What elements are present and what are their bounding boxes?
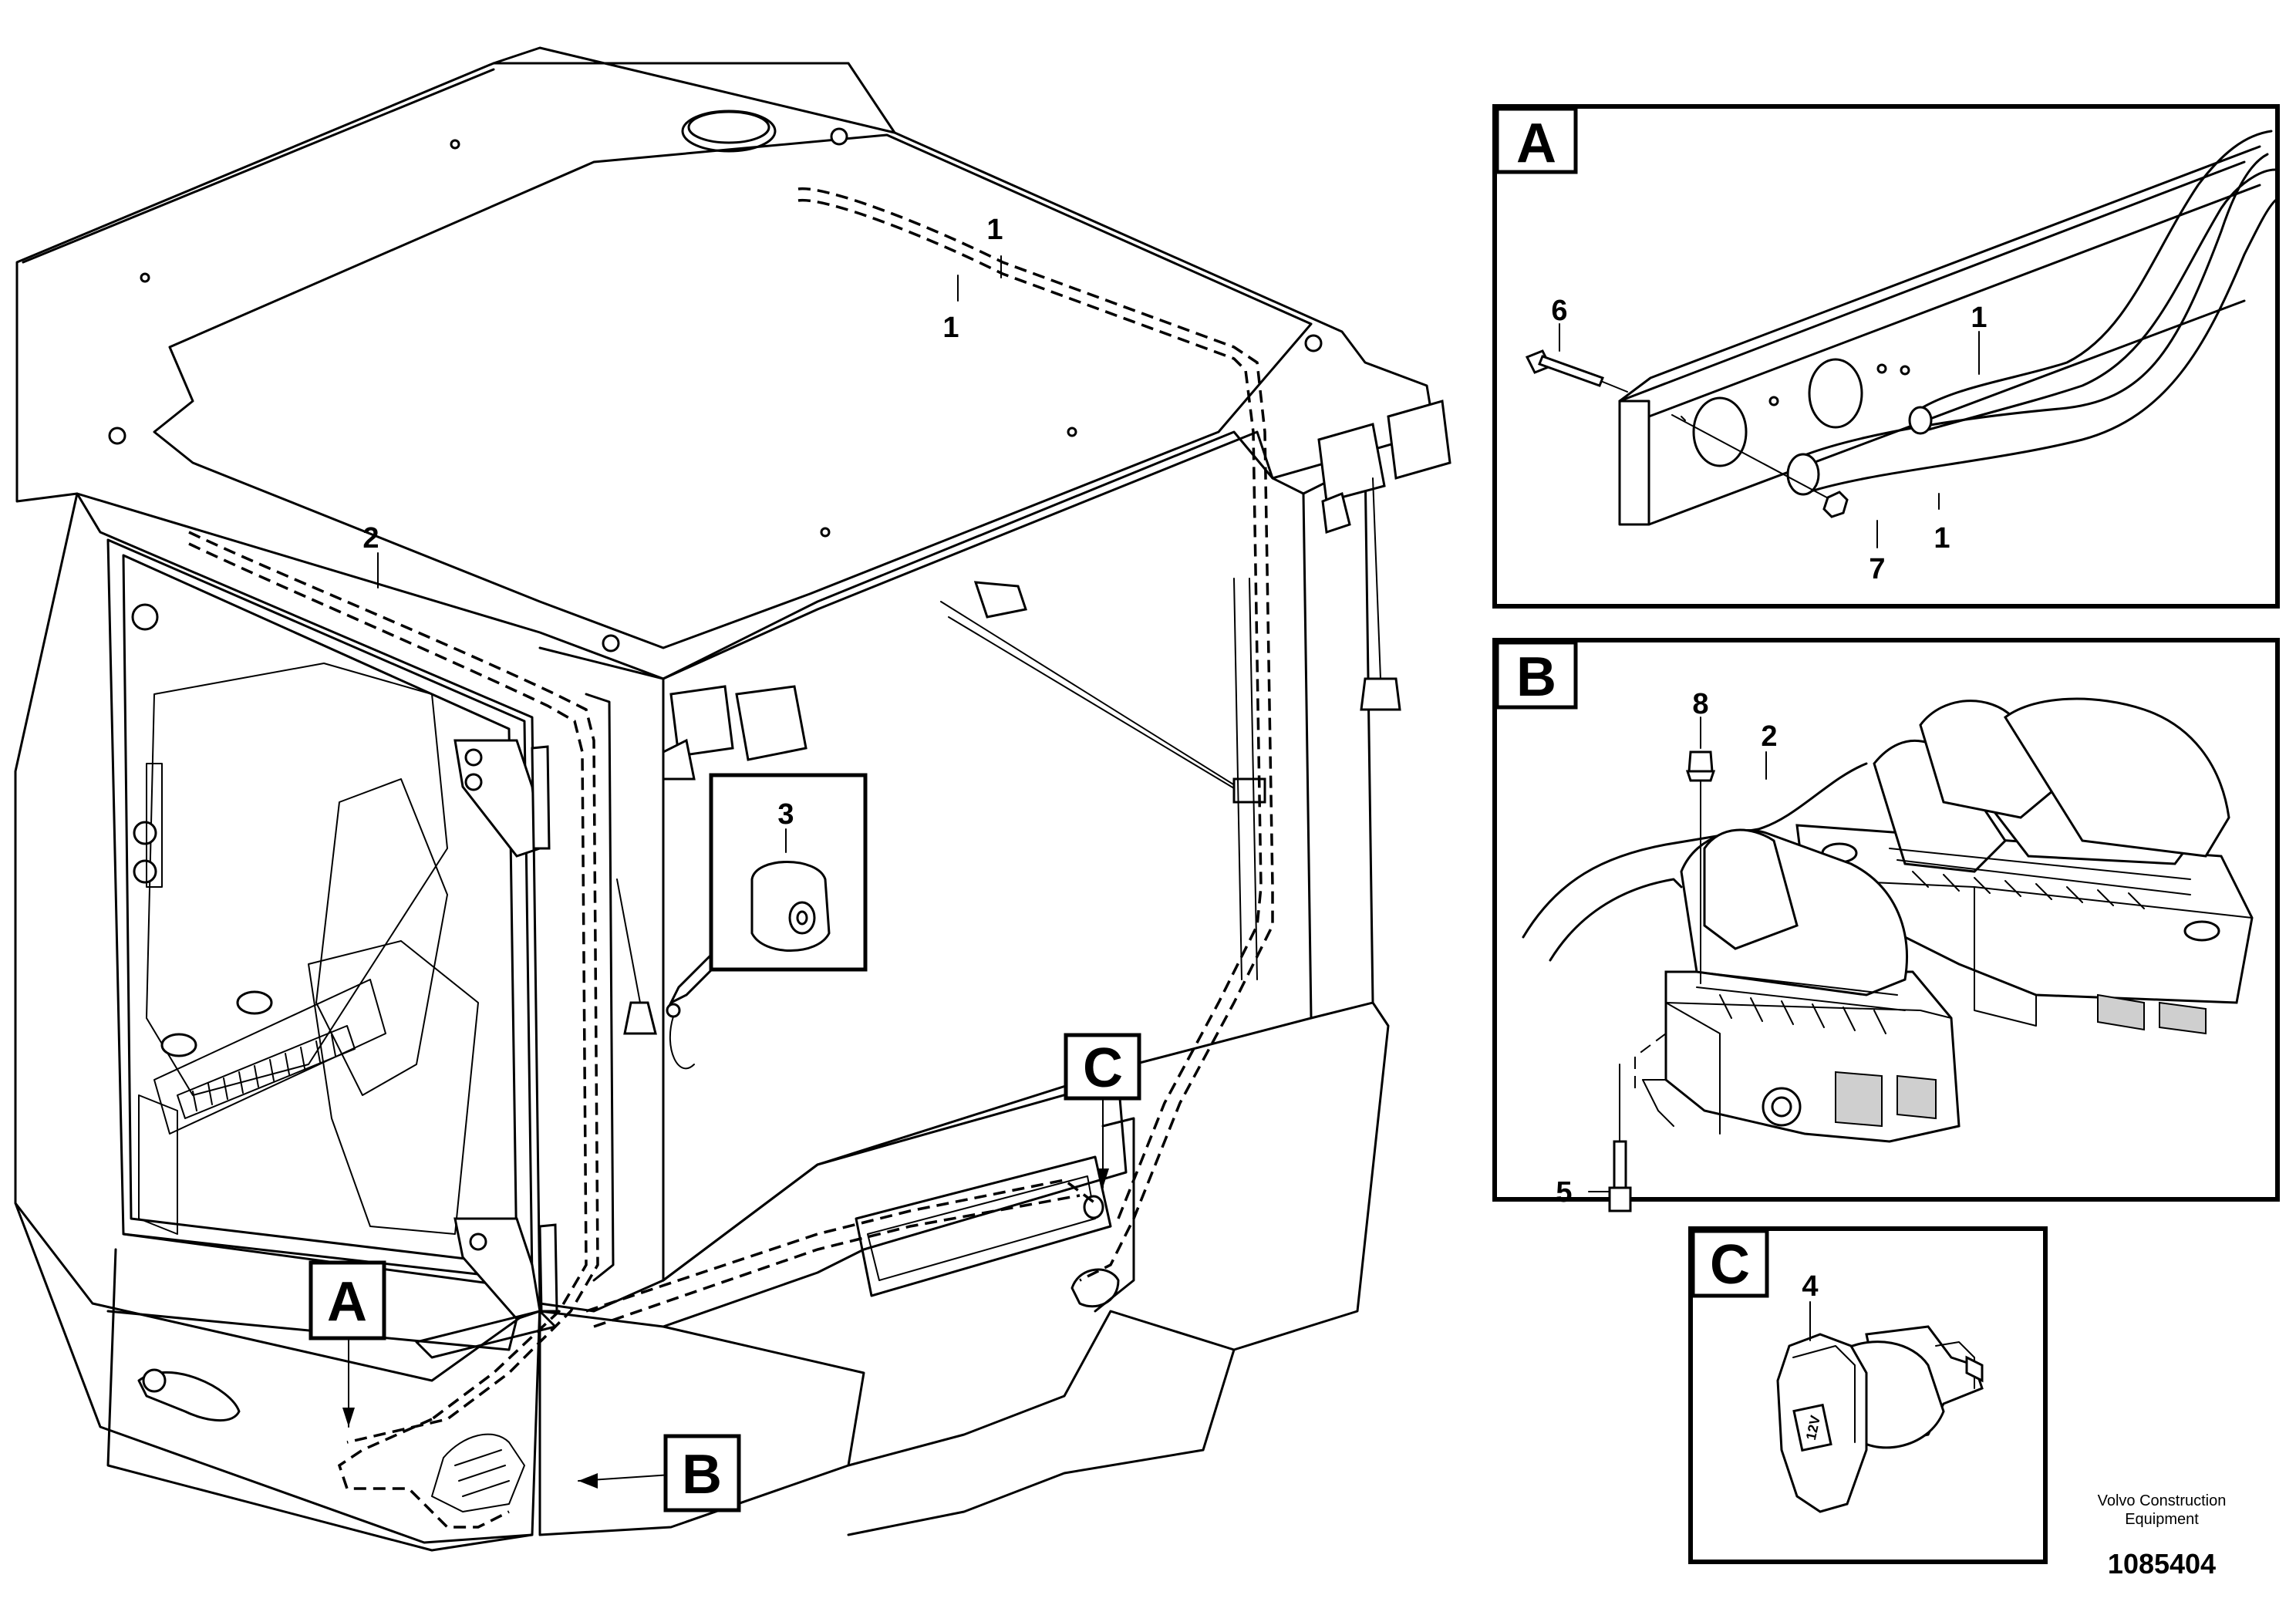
svg-text:A: A xyxy=(327,1271,367,1333)
callout-3: 3 xyxy=(777,798,794,831)
detail-b-label-2: 2 xyxy=(1761,720,1777,753)
svg-text:C: C xyxy=(1083,1037,1123,1099)
view-tag-a: A xyxy=(308,1260,386,1340)
view-tag-c: C xyxy=(1064,1033,1141,1101)
detail-a-letter: A xyxy=(1516,113,1556,174)
detail-a-label-6: 6 xyxy=(1551,295,1567,327)
detail-c-letter: C xyxy=(1710,1234,1750,1296)
credit-line-1: Volvo Construction xyxy=(2098,1492,2227,1509)
detail-c-label-4: 4 xyxy=(1802,1270,1818,1303)
detail-b-label-8: 8 xyxy=(1692,688,1708,720)
detail-b-letter: B xyxy=(1516,646,1556,708)
work-lights xyxy=(662,400,1451,781)
credit-line-2: Equipment xyxy=(2125,1511,2199,1528)
detail-b-panel: B xyxy=(1492,638,2280,1212)
harness-routes xyxy=(188,187,1274,1529)
drawing-number: 1085404 xyxy=(2108,1548,2216,1580)
detail-b-label-5: 5 xyxy=(1556,1176,1572,1209)
callout-1-top: 1 xyxy=(986,214,1003,246)
detail-a-label-1-upper: 1 xyxy=(1971,302,1987,334)
detail-a-label-7: 7 xyxy=(1869,553,1885,585)
detail-a-panel: A 6 1 1 7 xyxy=(1492,104,2280,609)
roof-bolts xyxy=(108,127,1323,653)
arrow-c xyxy=(1097,1168,1109,1188)
inset-3-mirror-socket: 3 xyxy=(709,773,868,972)
heater-grille xyxy=(177,1025,356,1119)
arrow-b xyxy=(578,1473,598,1489)
callout-1-bottom: 1 xyxy=(942,312,959,344)
cab-illustration xyxy=(14,46,1451,1552)
svg-text:B: B xyxy=(682,1444,722,1506)
arrow-a xyxy=(342,1408,355,1427)
detail-a-label-1-lower: 1 xyxy=(1934,522,1950,555)
drawing-footer: Volvo Construction Equipment 1085404 xyxy=(2098,1492,2227,1580)
detail-c-panel: C 12V 4 xyxy=(1688,1226,2048,1564)
door-hinges xyxy=(453,739,558,1320)
callout-2: 2 xyxy=(362,522,379,555)
view-tag-b: B xyxy=(663,1434,741,1512)
